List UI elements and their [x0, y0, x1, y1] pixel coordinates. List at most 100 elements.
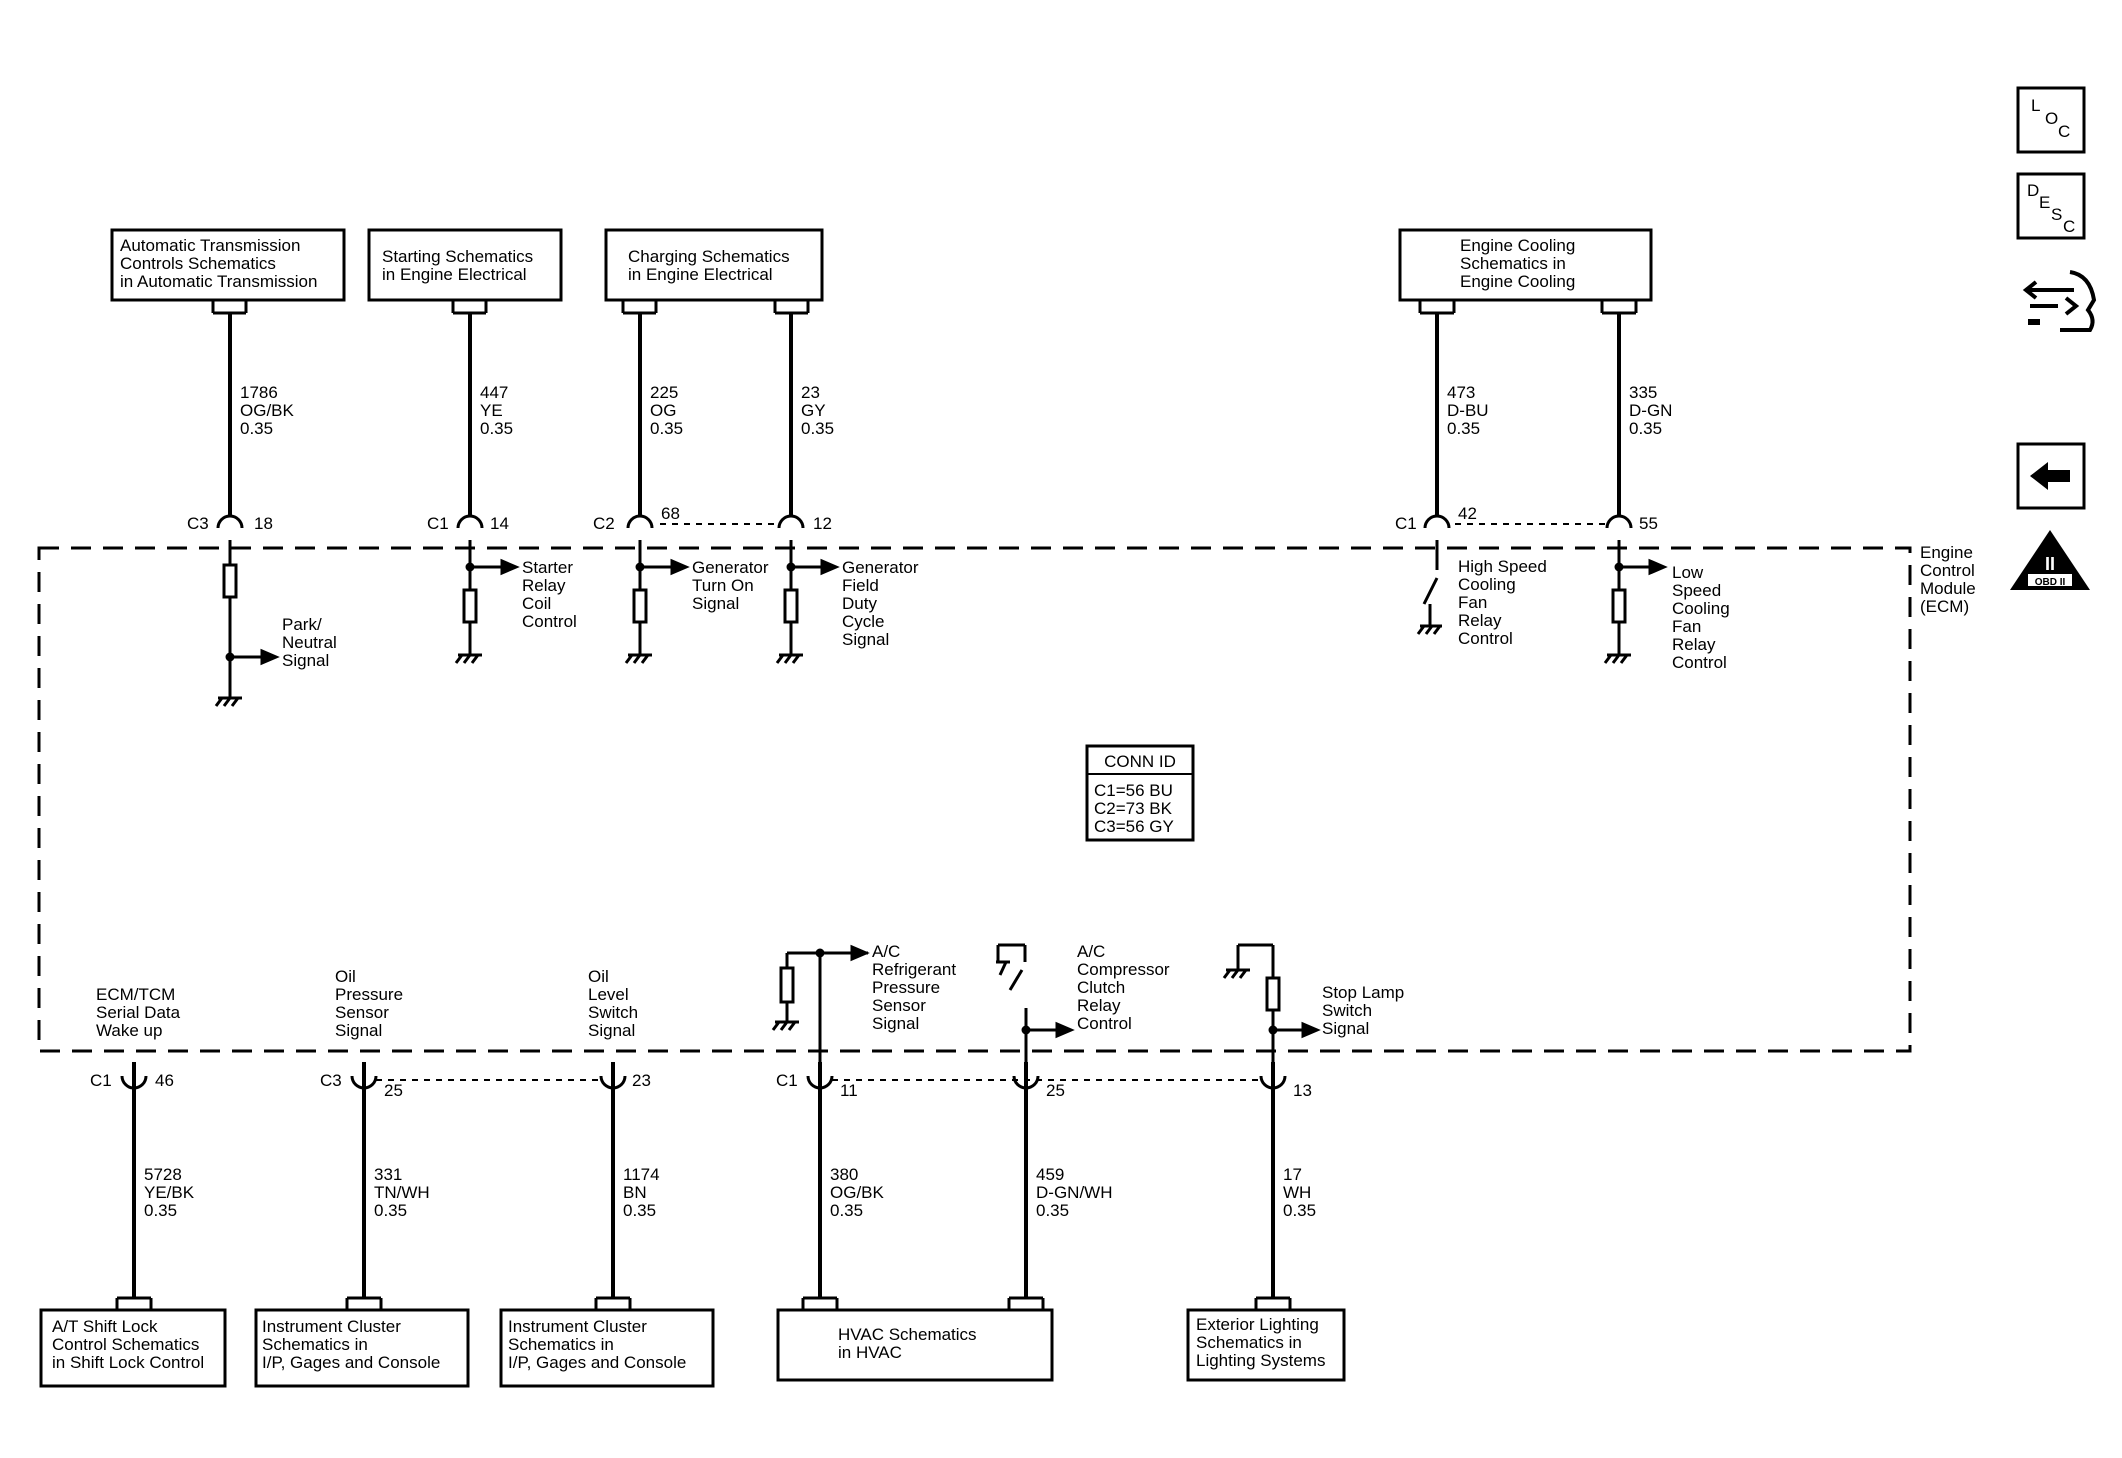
- svg-text:Schematics in: Schematics in: [262, 1335, 368, 1354]
- svg-text:D: D: [2027, 181, 2039, 200]
- svg-text:Schematics in: Schematics in: [1196, 1333, 1302, 1352]
- svg-text:ECM/TCM: ECM/TCM: [96, 985, 175, 1004]
- svg-text:Speed: Speed: [1672, 581, 1721, 600]
- svg-text:380: 380: [830, 1165, 858, 1184]
- bottom-box-instrument-cluster-level[interactable]: Instrument Cluster Schematics in I/P, Ga…: [499, 1308, 715, 1388]
- svg-text:CONN ID: CONN ID: [1104, 752, 1176, 771]
- obd-ii-icon[interactable]: II OBD II: [2010, 530, 2090, 590]
- svg-text:A/C: A/C: [872, 942, 900, 961]
- svg-text:in Engine Electrical: in Engine Electrical: [628, 265, 773, 284]
- svg-text:0.35: 0.35: [374, 1201, 407, 1220]
- svg-text:Generator: Generator: [692, 558, 769, 577]
- svg-text:14: 14: [490, 514, 509, 533]
- svg-text:46: 46: [155, 1071, 174, 1090]
- loc-icon[interactable]: L O C: [2016, 86, 2086, 154]
- svg-text:A/C: A/C: [1077, 942, 1105, 961]
- top-signal-labels: Park/ Neutral Signal Starter Relay Coil …: [282, 557, 1730, 672]
- svg-text:Control Schematics: Control Schematics: [52, 1335, 199, 1354]
- svg-text:Stop Lamp: Stop Lamp: [1322, 983, 1404, 1002]
- top-box-starting[interactable]: Starting Schematics in Engine Electrical: [367, 228, 563, 302]
- svg-text:42: 42: [1458, 504, 1477, 523]
- svg-text:Starter: Starter: [522, 558, 573, 577]
- svg-text:C1=56 BU: C1=56 BU: [1094, 781, 1173, 800]
- bottom-box-exterior-lighting[interactable]: Exterior Lighting Schematics in Lighting…: [1186, 1308, 1346, 1382]
- svg-text:55: 55: [1639, 514, 1658, 533]
- svg-text:Control: Control: [522, 612, 577, 631]
- svg-text:1786: 1786: [240, 383, 278, 402]
- svg-text:Relay: Relay: [1458, 611, 1502, 630]
- svg-text:Engine Cooling: Engine Cooling: [1460, 272, 1575, 291]
- top-pin-labels: C3 18 C1 14 C2 68 12 C1 42 55: [187, 504, 1658, 533]
- svg-text:0.35: 0.35: [1283, 1201, 1316, 1220]
- top-box-tabs: [211, 300, 1638, 315]
- top-box-automatic-transmission[interactable]: Automatic Transmission Controls Schemati…: [110, 228, 346, 302]
- ecm-module-label: Engine Control Module (ECM): [1920, 543, 1976, 616]
- svg-text:0.35: 0.35: [1629, 419, 1662, 438]
- ground-icon: [771, 960, 1250, 1031]
- svg-text:C1: C1: [776, 1071, 798, 1090]
- svg-text:TN/WH: TN/WH: [374, 1183, 430, 1202]
- desc-icon[interactable]: D E S C: [2016, 172, 2086, 240]
- top-box-engine-cooling[interactable]: Engine Cooling Schematics in Engine Cool…: [1398, 228, 1653, 302]
- svg-text:HVAC Schematics: HVAC Schematics: [838, 1325, 977, 1344]
- svg-text:Oil: Oil: [588, 967, 609, 986]
- svg-text:C3: C3: [187, 514, 209, 533]
- svg-text:in Automatic Transmission: in Automatic Transmission: [120, 272, 317, 291]
- svg-text:Field: Field: [842, 576, 879, 595]
- svg-text:Serial Data: Serial Data: [96, 1003, 181, 1022]
- bottom-box-tabs: [115, 1296, 1292, 1310]
- svg-text:C1: C1: [1395, 514, 1417, 533]
- svg-text:Charging Schematics: Charging Schematics: [628, 247, 790, 266]
- svg-text:Signal: Signal: [1322, 1019, 1369, 1038]
- svg-text:C1: C1: [90, 1071, 112, 1090]
- svg-text:Park/: Park/: [282, 615, 322, 634]
- svg-text:Control: Control: [1672, 653, 1727, 672]
- svg-text:23: 23: [632, 1071, 651, 1090]
- svg-text:25: 25: [1046, 1081, 1065, 1100]
- bottom-box-hvac[interactable]: HVAC Schematics in HVAC: [776, 1308, 1054, 1382]
- connector-wrench-icon[interactable]: [2022, 270, 2097, 332]
- svg-text:II: II: [2045, 554, 2055, 574]
- svg-text:Fan: Fan: [1672, 617, 1701, 636]
- back-arrow-icon[interactable]: [2016, 442, 2086, 510]
- svg-text:Coil: Coil: [522, 594, 551, 613]
- svg-text:Instrument Cluster: Instrument Cluster: [508, 1317, 647, 1336]
- svg-text:C2=73 BK: C2=73 BK: [1094, 799, 1173, 818]
- svg-text:Control: Control: [1458, 629, 1513, 648]
- svg-text:C: C: [2063, 217, 2075, 236]
- svg-text:Signal: Signal: [588, 1021, 635, 1040]
- svg-text:I/P, Gages and Console: I/P, Gages and Console: [262, 1353, 440, 1372]
- svg-text:Starting Schematics: Starting Schematics: [382, 247, 533, 266]
- top-box-charging[interactable]: Charging Schematics in Engine Electrical: [604, 228, 824, 302]
- ground-icon: [214, 624, 1631, 707]
- svg-text:Relay: Relay: [522, 576, 566, 595]
- bottom-internal-circuits: [779, 943, 1281, 1065]
- ecm-module-boundary: [37, 546, 1912, 1053]
- bottom-signal-arrows: [815, 944, 1321, 1039]
- svg-text:Cycle: Cycle: [842, 612, 885, 631]
- svg-text:in Engine Electrical: in Engine Electrical: [382, 265, 527, 284]
- svg-text:WH: WH: [1283, 1183, 1311, 1202]
- bottom-box-shift-lock[interactable]: A/T Shift Lock Control Schematics in Shi…: [39, 1308, 227, 1388]
- svg-text:Signal: Signal: [335, 1021, 382, 1040]
- svg-text:Engine Cooling: Engine Cooling: [1460, 236, 1575, 255]
- svg-text:Sensor: Sensor: [335, 1003, 389, 1022]
- svg-text:L: L: [2031, 96, 2040, 115]
- svg-text:Refrigerant: Refrigerant: [872, 960, 956, 979]
- svg-text:Neutral: Neutral: [282, 633, 337, 652]
- svg-text:Relay: Relay: [1077, 996, 1121, 1015]
- bottom-box-instrument-cluster-pressure[interactable]: Instrument Cluster Schematics in I/P, Ga…: [254, 1308, 470, 1388]
- svg-text:C3: C3: [320, 1071, 342, 1090]
- svg-text:Schematics in: Schematics in: [508, 1335, 614, 1354]
- svg-text:Switch: Switch: [1322, 1001, 1372, 1020]
- svg-text:O: O: [2045, 109, 2058, 128]
- bottom-signal-labels: ECM/TCM Serial Data Wake up Oil Pressure…: [96, 942, 1404, 1040]
- svg-text:Pressure: Pressure: [335, 985, 403, 1004]
- svg-text:Engine: Engine: [1920, 543, 1973, 562]
- top-wires: [228, 313, 1621, 515]
- svg-text:OBD II: OBD II: [2035, 577, 2066, 588]
- top-signal-arrows: [225, 558, 1668, 666]
- svg-text:GY: GY: [801, 401, 826, 420]
- svg-text:Compressor: Compressor: [1077, 960, 1170, 979]
